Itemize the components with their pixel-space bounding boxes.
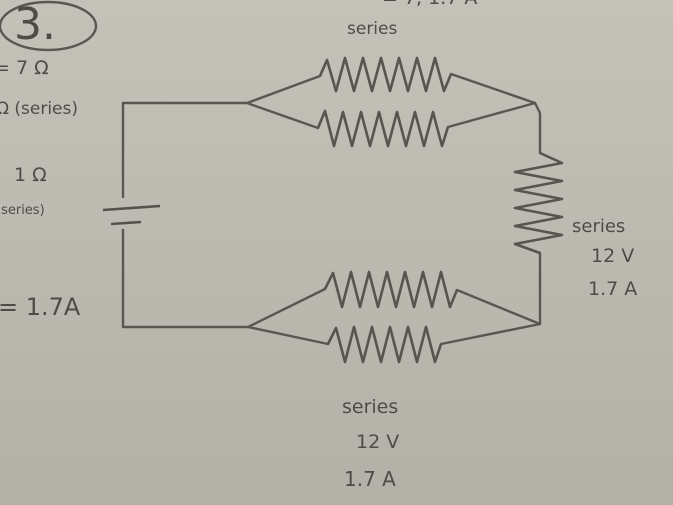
right-resistor-voltage: 12 V [591,245,635,267]
battery-resistance-label: 1 Ω [14,164,47,186]
left-wire-upper [121,101,169,199]
bottom-group-left-junction [246,287,330,346]
bottom-group-current: 1.7 A [344,467,396,491]
bottom-group-right-junction [439,288,542,346]
bottom-group-voltage: 12 V [356,431,400,453]
top-resistor-lower [316,109,450,148]
battery-short-plate [110,220,142,226]
bottom-group-label: series [342,396,399,418]
battery-series-label: (series) [0,203,45,218]
left-note-total-resistance: = 7 Ω [0,57,49,79]
top-resistor-upper [318,56,453,93]
right-resistor-label: series [572,216,626,237]
left-note-series: Ω (series) [0,99,79,119]
top-group-left-junction [245,74,322,130]
problem-number-circle [0,0,98,52]
battery-long-plate [102,204,161,212]
right-wire-upper [533,101,542,155]
top-group-right-junction [446,72,537,129]
top-group-label: series [347,19,398,39]
total-current-label: = 1.7A [0,293,81,321]
top-cut-text: = 7, 1.7 A [382,0,477,9]
problem-number: 3. [14,0,56,50]
bottom-resistor-upper [323,270,459,309]
left-wire-lower [121,228,250,329]
right-resistor-current: 1.7 A [588,278,638,300]
bottom-resistor-lower [326,325,443,364]
right-resistor [513,151,564,255]
